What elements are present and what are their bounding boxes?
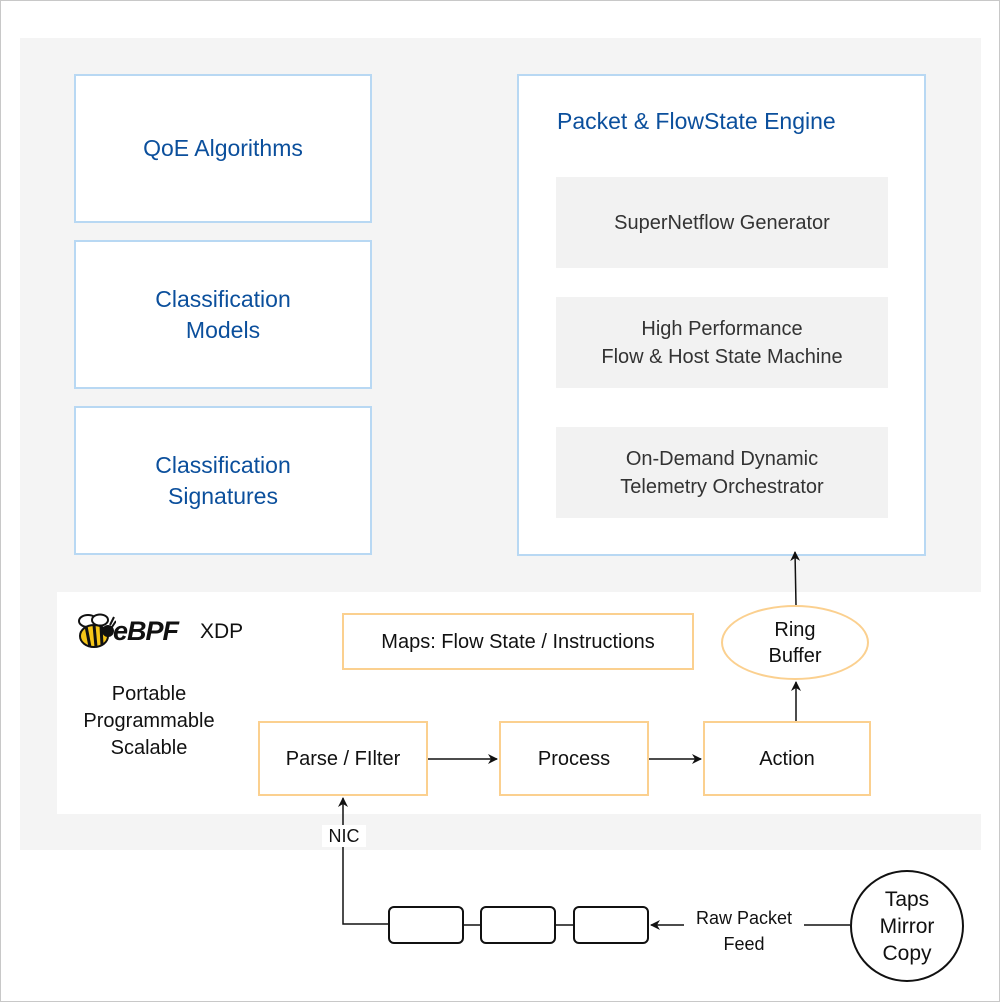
- supernetflow-generator-label: SuperNetflow Generator: [614, 211, 830, 234]
- qoe-algorithms-box: QoE Algorithms: [74, 74, 372, 223]
- packet-queue-slot-3: [573, 906, 649, 944]
- state-machine-label-2: Flow & Host State Machine: [601, 345, 843, 368]
- tagline-scalable: Scalable: [110, 737, 188, 759]
- ebpf-logo-text: eBPF: [113, 616, 179, 646]
- ebpf-tagline: Portable Programmable Scalable: [62, 681, 236, 762]
- maps-label: Maps: Flow State / Instructions: [381, 630, 655, 653]
- ring-buffer-ellipse: Ring Buffer: [721, 605, 869, 680]
- source-label-taps: Taps: [884, 887, 930, 911]
- classification-models-label-1: Classification: [155, 285, 291, 312]
- classification-models-box: Classification Models: [74, 240, 372, 389]
- ring-buffer-label-1: Ring: [774, 618, 816, 641]
- engine-title: Packet & FlowState Engine: [557, 108, 836, 134]
- supernetflow-generator-box: SuperNetflow Generator: [556, 177, 888, 268]
- telemetry-orchestrator-label-2: Telemetry Orchestrator: [620, 475, 824, 498]
- taps-mirror-copy-circle: Taps Mirror Copy: [850, 870, 964, 982]
- maps-box: Maps: Flow State / Instructions: [342, 613, 694, 670]
- raw-packet-feed-label-1: Raw Packet: [695, 908, 793, 928]
- classification-signatures-label-1: Classification: [155, 451, 291, 478]
- nic-label: NIC: [322, 825, 366, 847]
- xdp-label: XDP: [200, 620, 244, 643]
- qoe-algorithms-label: QoE Algorithms: [143, 135, 303, 161]
- source-label-copy: Copy: [882, 941, 932, 965]
- packet-queue-slot-2: [480, 906, 556, 944]
- process-label: Process: [537, 747, 611, 770]
- state-machine-box: High Performance Flow & Host State Machi…: [556, 297, 888, 388]
- classification-signatures-label-2: Signatures: [168, 482, 278, 509]
- telemetry-orchestrator-box: On-Demand Dynamic Telemetry Orchestrator: [556, 427, 888, 518]
- tagline-portable: Portable: [111, 683, 187, 705]
- raw-packet-feed-label-2: Feed: [723, 934, 765, 954]
- ring-buffer-label-2: Buffer: [768, 644, 822, 667]
- packet-queue-slot-1: [388, 906, 464, 944]
- parse-filter-label: Parse / FIlter: [285, 747, 401, 770]
- arrow-queue-to-parse: [338, 797, 388, 925]
- classification-signatures-box: Classification Signatures: [74, 406, 372, 555]
- state-machine-label-1: High Performance: [641, 317, 803, 340]
- arrow-ringbuffer-to-engine: [790, 551, 801, 606]
- tagline-programmable: Programmable: [83, 710, 215, 732]
- source-label-mirror: Mirror: [879, 914, 935, 938]
- telemetry-orchestrator-label-1: On-Demand Dynamic: [625, 447, 819, 470]
- action-box: Action: [703, 721, 871, 796]
- parse-filter-box: Parse / FIlter: [258, 721, 428, 796]
- action-label: Action: [759, 747, 815, 770]
- raw-packet-feed-label: Raw Packet Feed: [684, 905, 804, 957]
- classification-models-label-2: Models: [185, 316, 261, 343]
- process-box: Process: [499, 721, 649, 796]
- ebpf-bee-logo-icon: [78, 613, 116, 648]
